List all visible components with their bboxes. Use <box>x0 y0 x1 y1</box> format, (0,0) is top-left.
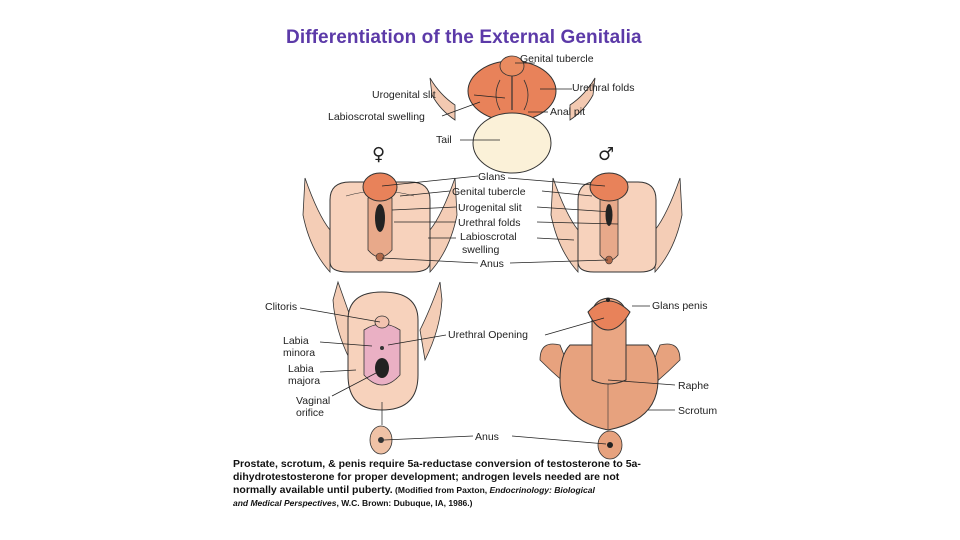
label-labia-minora-1: Labia <box>283 335 309 347</box>
label-urogenital-slit-top: Urogenital slit <box>372 89 436 101</box>
label-labioscrotal-mid-2: swelling <box>462 244 500 256</box>
caption-line-3-italic: Endocrinology: Biological <box>489 485 595 495</box>
label-glans: Glans <box>478 171 505 183</box>
male-intermediate-illustration <box>550 172 683 274</box>
label-clitoris: Clitoris <box>265 301 297 313</box>
label-tail: Tail <box>436 134 452 146</box>
male-symbol: ♂ <box>598 144 614 165</box>
label-labioscrotal-swelling-top: Labioscrotal swelling <box>328 111 425 123</box>
label-anus-bottom: Anus <box>475 431 499 443</box>
female-intermediate-illustration <box>302 172 458 274</box>
caption-line-3-small: (Modified from Paxton, <box>392 485 490 495</box>
label-vaginal-orifice-1: Vaginal <box>296 395 330 407</box>
label-urethral-folds-top: Urethral folds <box>572 82 634 94</box>
caption-line-4: and Medical Perspectives, W.C. Brown: Du… <box>233 497 733 510</box>
caption-line-3-bold: normally available until puberty. <box>233 484 393 496</box>
label-urethral-folds-mid: Urethral folds <box>458 217 520 229</box>
label-genital-tubercle-mid: Genital tubercle <box>452 186 526 198</box>
label-raphe: Raphe <box>678 380 709 392</box>
label-labioscrotal-mid-1: Labioscrotal <box>460 231 517 243</box>
caption-line-2: dihydrotestosterone for proper developme… <box>233 471 620 483</box>
label-vaginal-orifice-2: orifice <box>296 407 324 419</box>
leader-lines <box>299 62 676 445</box>
caption-line-4-small: , W.C. Brown: Dubuque, IA, 1986.) <box>336 498 473 508</box>
label-genital-tubercle-top: Genital tubercle <box>520 53 594 65</box>
female-symbol: ♀ <box>372 144 385 165</box>
label-anal-pit: Anal pit <box>550 106 585 118</box>
label-urethral-opening: Urethral Opening <box>448 329 528 341</box>
caption-line-3: normally available until puberty. (Modif… <box>233 484 733 497</box>
male-adult-illustration <box>539 297 681 460</box>
label-glans-penis: Glans penis <box>652 300 707 312</box>
page-title: Differentiation of the External Genitali… <box>286 27 642 48</box>
label-anus-mid: Anus <box>480 258 504 270</box>
caption: Prostate, scrotum, & penis require 5a-re… <box>233 458 733 510</box>
label-labia-majora-2: majora <box>288 375 320 387</box>
indifferent-stage-illustration <box>429 55 596 174</box>
female-adult-illustration <box>332 280 443 455</box>
caption-line-1: Prostate, scrotum, & penis require 5a-re… <box>233 458 641 470</box>
label-urogenital-slit-mid: Urogenital slit <box>458 202 522 214</box>
label-labia-minora-2: minora <box>283 347 315 359</box>
label-scrotum: Scrotum <box>678 405 717 417</box>
label-labia-majora-1: Labia <box>288 363 314 375</box>
caption-line-4-italic: and Medical Perspectives <box>233 498 337 508</box>
